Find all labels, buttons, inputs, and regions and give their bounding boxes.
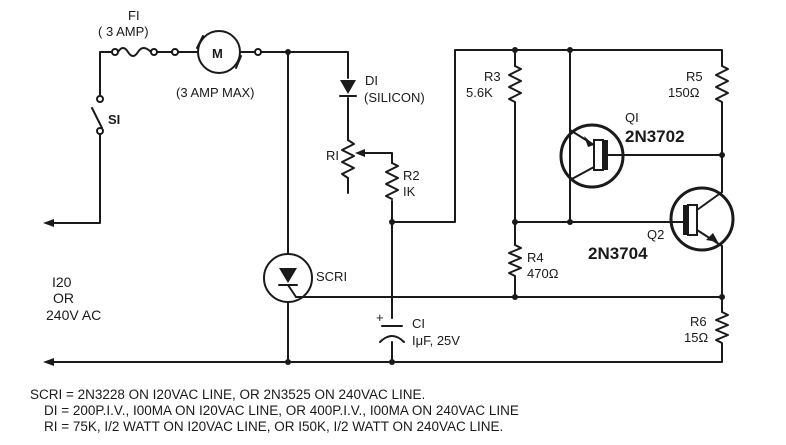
resistor-r4-symbol bbox=[508, 244, 522, 277]
r5-value: 150Ω bbox=[668, 85, 700, 100]
r6-value: 15Ω bbox=[684, 330, 708, 345]
f1-value: ( 3 AMP) bbox=[98, 24, 149, 39]
supply-line-2: OR bbox=[53, 290, 74, 306]
c1-polarity: + bbox=[376, 310, 384, 325]
r6-label: R6 bbox=[690, 314, 707, 329]
resistor-r5-symbol bbox=[715, 65, 729, 107]
q1-value: 2N3702 bbox=[625, 127, 685, 146]
resistor-r6-symbol bbox=[715, 311, 729, 346]
note-r1: RI = 75K, I/2 WATT ON I20VAC LINE, OR I5… bbox=[44, 419, 503, 434]
r4-value: 470Ω bbox=[527, 266, 559, 281]
line-arrow-bottom bbox=[43, 358, 54, 366]
transistor-q1-symbol bbox=[559, 123, 625, 189]
motor-symbol-label: M bbox=[212, 46, 223, 61]
note-d1: DI = 200P.I.V., I00MA ON I20VAC LINE, OR… bbox=[44, 403, 519, 418]
d1-value: (SILICON) bbox=[364, 90, 425, 105]
motor-symbol bbox=[196, 30, 242, 74]
supply-line-3: 240V AC bbox=[46, 307, 101, 323]
wires bbox=[47, 49, 723, 363]
r4-label: R4 bbox=[527, 250, 544, 265]
scr1-symbol bbox=[263, 253, 313, 303]
r3-label: R3 bbox=[484, 69, 501, 84]
motor-value: (3 AMP MAX) bbox=[176, 85, 255, 100]
f1-label: FI bbox=[128, 8, 140, 23]
switch-s1-symbol bbox=[91, 95, 104, 135]
q1-label: QI bbox=[625, 110, 639, 125]
r1-label: RI bbox=[326, 148, 339, 163]
c1-value: IμF, 25V bbox=[412, 333, 460, 348]
d1-label: DI bbox=[365, 73, 378, 88]
r5-label: R5 bbox=[686, 69, 703, 84]
supply-line-1: I20 bbox=[52, 274, 72, 290]
scr1-label: SCRI bbox=[316, 269, 347, 284]
capacitor-c1-symbol bbox=[379, 325, 405, 343]
r3-value: 5.6K bbox=[466, 85, 493, 100]
potentiometer-r1-symbol bbox=[341, 139, 355, 179]
line-arrow-top bbox=[43, 219, 54, 227]
resistor-r2-symbol bbox=[385, 162, 399, 200]
s1-label: SI bbox=[108, 112, 120, 127]
transistor-q2-symbol bbox=[669, 186, 735, 252]
r2-label: R2 bbox=[403, 168, 420, 183]
fuse-f1-symbol bbox=[111, 47, 262, 57]
c1-label: CI bbox=[412, 316, 425, 331]
q2-label: Q2 bbox=[647, 227, 664, 242]
resistor-r3-symbol bbox=[508, 65, 522, 107]
q2-value: 2N3704 bbox=[588, 244, 648, 263]
r1-wiper-arrow bbox=[355, 149, 365, 157]
r2-value: IK bbox=[403, 184, 416, 199]
diode-d1-symbol bbox=[339, 80, 357, 97]
note-scr1: SCRI = 2N3228 ON I20VAC LINE, OR 2N3525 … bbox=[30, 387, 425, 402]
junction-dots bbox=[285, 47, 725, 365]
